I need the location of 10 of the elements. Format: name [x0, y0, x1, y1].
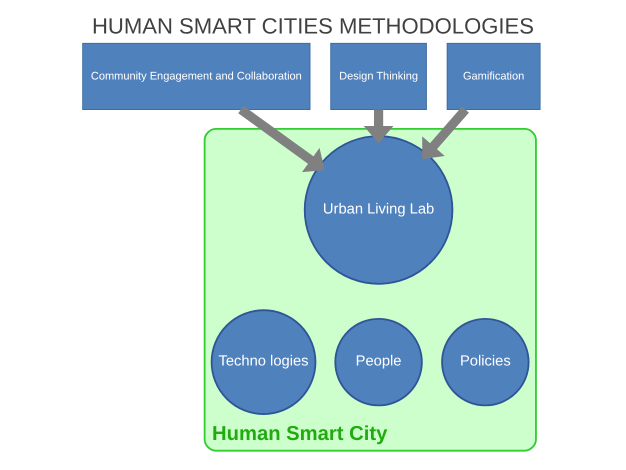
diagram-title: HUMAN SMART CITIES METHODOLOGIES [92, 13, 534, 38]
arrow [238, 106, 325, 172]
arrow [364, 110, 394, 144]
node-circle: Techno logies [210, 309, 316, 415]
node-circle: Policies [441, 318, 530, 406]
node-box: Gamification [446, 42, 541, 110]
arrow [422, 106, 469, 160]
node-box: Design Thinking [330, 42, 427, 110]
node-box: Community Engagement and Collaboration [82, 42, 310, 110]
node-circle: People [334, 318, 423, 406]
